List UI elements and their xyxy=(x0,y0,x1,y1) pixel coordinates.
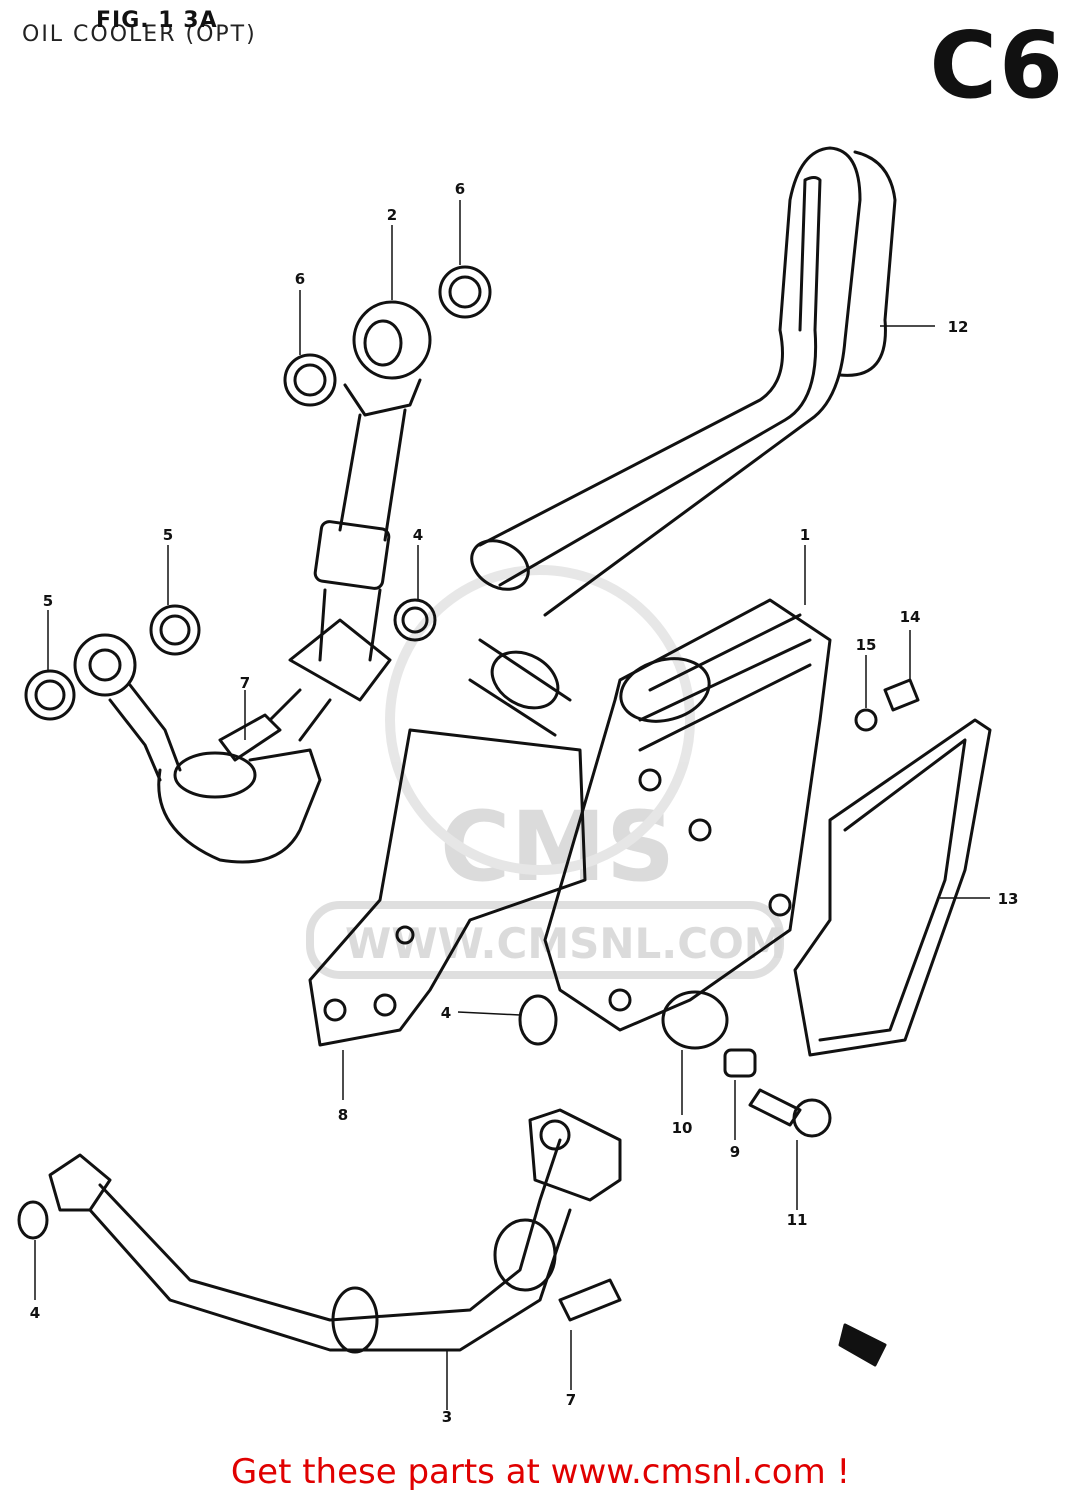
callout-9: 9 xyxy=(730,1143,740,1161)
callout-15: 15 xyxy=(856,636,877,654)
part-6-washer-b xyxy=(438,265,492,319)
part-5-washer xyxy=(24,669,76,721)
part-13-cover xyxy=(793,718,992,1057)
part-banjo-hose-left xyxy=(73,633,322,864)
figure-number: FIG. 1 3A xyxy=(96,8,218,33)
callout-2: 2 xyxy=(387,206,397,224)
callout-5-left: 5 xyxy=(43,592,53,610)
watermark-url: WWW.CMSNL.COM xyxy=(345,919,786,968)
callout-8: 8 xyxy=(338,1106,348,1124)
part-1-oil-cooler xyxy=(543,598,832,1032)
callout-10: 10 xyxy=(672,1119,693,1137)
callout-11: 11 xyxy=(787,1211,808,1229)
watermark-emblem xyxy=(385,565,695,875)
callout-7-lower: 7 xyxy=(566,1391,576,1409)
callout-6-left: 6 xyxy=(295,270,305,288)
callout-5-right: 5 xyxy=(163,526,173,544)
watermark-brand: CMS xyxy=(440,791,675,903)
part-7-bolt xyxy=(218,713,282,762)
section-code: C6 xyxy=(929,12,1065,119)
part-9-collar xyxy=(723,1048,757,1078)
watermark-banner xyxy=(306,901,784,979)
part-3-oil-pipe xyxy=(48,1108,622,1354)
callout-4-upper: 4 xyxy=(413,526,423,544)
callout-6-right: 6 xyxy=(455,180,465,198)
callout-13: 13 xyxy=(998,890,1019,908)
part-11-bolt xyxy=(748,1088,802,1127)
part-15-washer xyxy=(854,708,878,732)
front-arrow-icon xyxy=(838,1323,887,1367)
watermark: WWW.CMSNL.COM CMS xyxy=(306,565,786,979)
callout-1: 1 xyxy=(800,526,810,544)
footer-link[interactable]: Get these parts at www.cmsnl.com ! xyxy=(230,1452,851,1492)
part-4-washer xyxy=(393,598,437,642)
diagram-title: OIL COOLER (OPT) xyxy=(22,22,257,47)
callout-7-upper: 7 xyxy=(240,674,250,692)
part-5-washer-b xyxy=(149,604,201,656)
callout-3: 3 xyxy=(442,1408,452,1426)
part-2-oil-hose xyxy=(268,300,432,742)
callout-4-lower: 4 xyxy=(30,1304,40,1322)
part-14-screw xyxy=(883,678,920,712)
part-12-cooler-tube xyxy=(468,146,897,737)
part-10-cushion xyxy=(661,990,729,1050)
leader-lines xyxy=(34,200,990,1410)
callout-4-middle: 4 xyxy=(441,1004,451,1022)
part-4-o-ring xyxy=(518,994,558,1046)
part-6-washer xyxy=(283,353,337,407)
part-4-washer-lower xyxy=(17,1200,49,1240)
part-7-bolt-lower xyxy=(558,1278,622,1322)
callout-14: 14 xyxy=(900,608,921,626)
callout-12: 12 xyxy=(948,318,969,336)
callout-numbers: 1 2 3 4 4 4 5 5 6 6 7 7 8 9 10 11 12 13 … xyxy=(30,180,1019,1426)
